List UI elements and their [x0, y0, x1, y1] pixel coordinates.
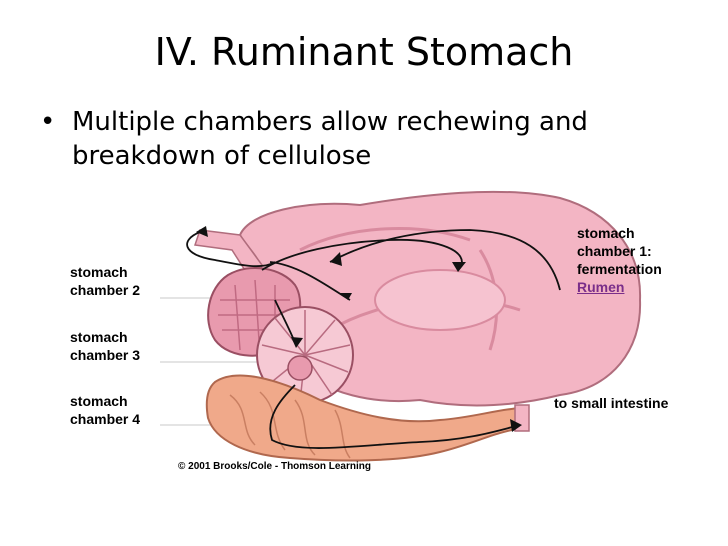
- rumen-link[interactable]: Rumen: [577, 279, 625, 295]
- bullet-dot: •: [40, 107, 56, 137]
- label-chamber-2: stomach chamber 2: [70, 264, 141, 298]
- label-chamber-1: stomach chamber 1: fermentation Rumen: [577, 225, 662, 295]
- abomasum-shape: [205, 374, 524, 462]
- label-small-intestine: to small intestine: [554, 395, 669, 411]
- slide-title: IV. Ruminant Stomach: [154, 30, 574, 74]
- label-chamber-4: stomach chamber 4: [70, 393, 141, 427]
- bullet-text: Multiple chambers allow rechewing and br…: [72, 107, 588, 171]
- label-chamber-3: stomach chamber 3: [70, 329, 141, 363]
- copyright-text: © 2001 Brooks/Cole - Thomson Learning: [178, 461, 371, 472]
